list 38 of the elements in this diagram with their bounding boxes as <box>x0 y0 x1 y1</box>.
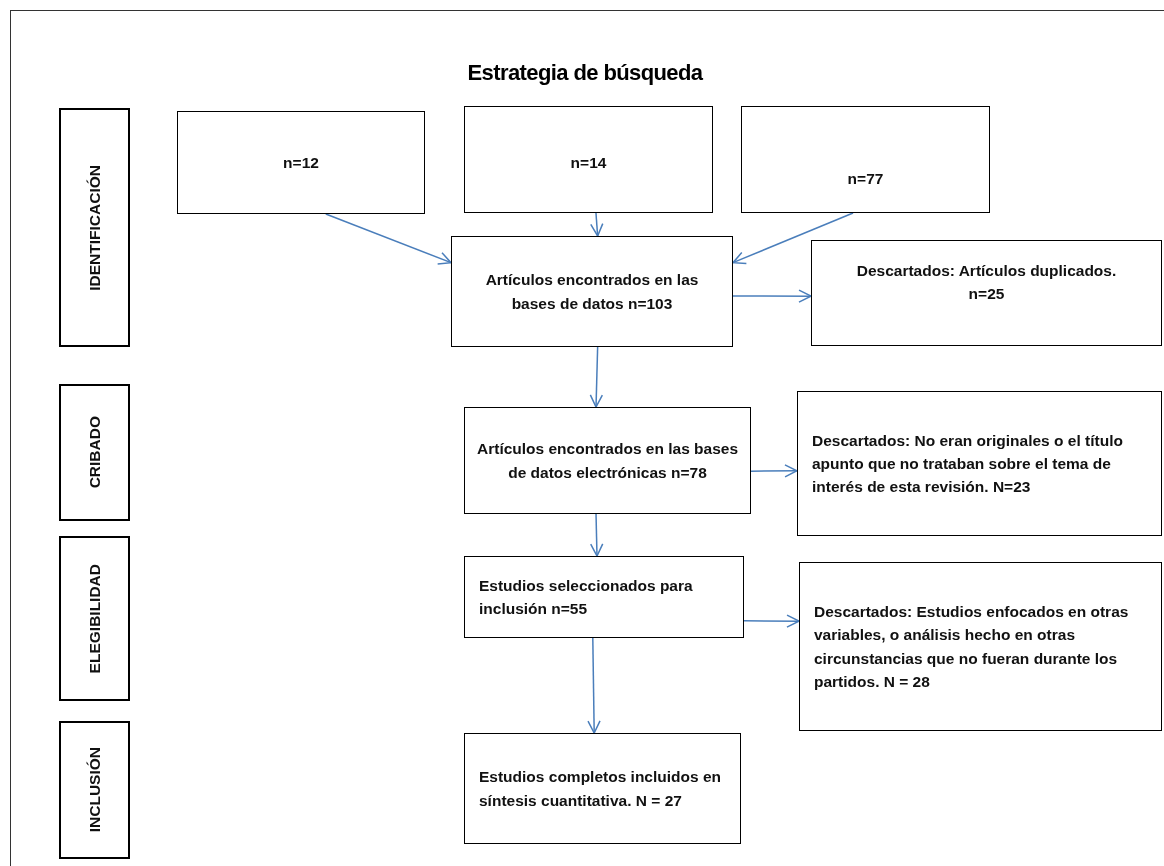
stage-label: INCLUSIÓN <box>85 747 104 833</box>
box-text: Descartados: Estudios enfocados en otras variables, o análisis hecho en otras circunstancias que no fueran durante los partidos. N = 28 <box>814 602 1130 692</box>
process-box <box>464 106 713 213</box>
box-text: n=77 <box>846 169 885 189</box>
box-text: Descartados: No eran originales o el título apunto que no trataban sobre el tema de interés de esta revisión. N=23 <box>812 430 1124 498</box>
stage-label: CRIBADO <box>85 416 104 489</box>
arrow <box>750 464 798 478</box>
arrow <box>589 513 604 557</box>
arrow <box>587 637 601 734</box>
stage-label-box <box>59 536 130 701</box>
box-text: Artículos encontrados en las bases de datos n=103 <box>484 270 700 314</box>
diagram-title: Estrategia de búsqueda <box>466 60 704 86</box>
box-text: Descartados: Artículos duplicados. n=25 <box>855 261 1118 305</box>
stage-label: IDENTIFICACIÓN <box>85 164 104 291</box>
box-text: Estudios seleccionados para inclusión n=55 <box>479 575 694 619</box>
arrow <box>589 346 604 408</box>
box-text: Artículos encontrados en las bases de datos electrónicas n=78 <box>477 439 738 483</box>
arrow <box>732 289 812 303</box>
process-box <box>741 106 990 213</box>
arrow <box>325 213 452 265</box>
process-box <box>811 240 1162 346</box>
stage-label-box <box>59 384 130 521</box>
box-text: n=12 <box>282 152 320 173</box>
process-box <box>799 562 1162 731</box>
arrow <box>743 614 800 628</box>
arrow <box>590 212 604 237</box>
stage-label-box <box>59 721 130 859</box>
stage-label: ELEGIBILIDAD <box>85 563 104 674</box>
process-box <box>464 407 751 514</box>
box-text: Estudios completos incluidos en síntesis cuantitativa. N = 27 <box>479 767 722 811</box>
process-box <box>464 733 741 844</box>
process-box <box>177 111 425 214</box>
arrow <box>732 212 854 265</box>
box-text: n=14 <box>569 153 608 173</box>
process-box <box>451 236 733 347</box>
process-box <box>464 556 744 638</box>
stage-label-box <box>59 108 130 347</box>
process-box <box>797 391 1162 536</box>
